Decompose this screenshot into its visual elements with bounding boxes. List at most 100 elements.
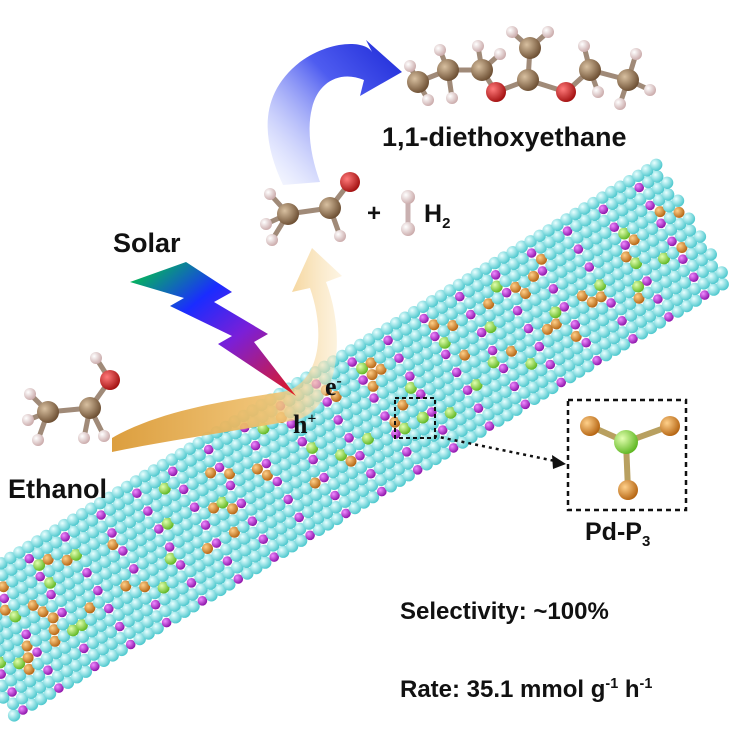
substrate-atom — [463, 296, 476, 310]
pd-atom — [470, 378, 483, 391]
substrate-atom — [536, 375, 549, 388]
phosphorus-atom — [559, 302, 570, 312]
substrate-atom — [435, 412, 448, 425]
substrate-atom — [160, 505, 173, 519]
dopant-atom — [107, 539, 119, 551]
substrate-atom — [548, 294, 561, 307]
substrate-atom — [304, 418, 317, 431]
substrate-atom — [78, 653, 92, 667]
substrate-atom — [421, 359, 435, 372]
substrate-atom — [129, 586, 142, 599]
substrate-atom — [73, 595, 87, 608]
phosphorus-atom — [90, 661, 100, 672]
substrate-atom — [154, 546, 167, 559]
substrate-atom — [136, 557, 149, 570]
substrate-atom — [652, 304, 666, 317]
substrate-atom — [441, 371, 454, 384]
blue-curved-arrow — [267, 40, 402, 185]
phosphorus-atom — [250, 440, 261, 451]
substrate-atom — [130, 597, 143, 611]
product-label: 1,1-diethoxyethane — [382, 122, 627, 152]
substrate-atom — [223, 578, 236, 591]
substrate-atom — [184, 564, 197, 578]
phosphorus-atom — [512, 305, 523, 316]
substrate-atom — [585, 284, 598, 297]
substrate-atom — [529, 293, 542, 306]
dopant-atom — [23, 663, 35, 675]
selectivity-label: Selectivity: ~100% — [400, 598, 609, 625]
phosphorus-atom — [383, 335, 393, 346]
substrate-atom — [383, 357, 397, 370]
substrate-atom — [621, 274, 635, 287]
phosphorus-atom — [308, 454, 319, 465]
substrate-atom — [390, 328, 404, 341]
substrate-atom — [165, 453, 178, 466]
substrate-atom — [614, 302, 628, 316]
substrate-atom — [320, 506, 334, 519]
substrate-atom — [39, 640, 53, 653]
substrate-atom — [633, 303, 647, 317]
hydrogen-molecule — [401, 190, 415, 236]
phosphorus-atom — [645, 200, 655, 211]
pd-atom — [44, 576, 57, 589]
substrate-atom — [532, 328, 545, 342]
substrate-atom — [348, 379, 361, 392]
substrate-atom — [280, 469, 293, 483]
hydrogen-label: H2 — [424, 200, 450, 232]
substrate-atom — [582, 249, 595, 262]
substrate-atom — [608, 343, 622, 356]
phosphorus-atom — [606, 298, 616, 308]
substrate-atom — [111, 596, 125, 610]
substrate-atom — [3, 650, 16, 664]
substrate-atom — [480, 274, 493, 287]
pd-atom — [362, 432, 374, 445]
substrate-atom — [554, 253, 567, 267]
substrate-atom — [435, 301, 449, 314]
substrate-atom — [563, 248, 576, 261]
substrate-atom — [626, 210, 639, 223]
orange-curved-arrow — [112, 248, 342, 452]
substrate-atom — [349, 402, 363, 416]
substrate-atom — [174, 448, 187, 461]
substrate-atom — [493, 315, 506, 328]
dopant-atom — [536, 253, 547, 265]
substrate-atom — [61, 565, 75, 579]
substrate-atom — [140, 493, 154, 506]
callout-dotted-arrow — [433, 434, 561, 464]
substrate-atom — [642, 298, 656, 311]
substrate-atom — [483, 309, 496, 322]
phosphorus-atom — [168, 466, 178, 477]
substrate-atom — [693, 230, 707, 243]
substrate-atom — [0, 615, 13, 628]
phosphorus-atom — [598, 204, 609, 215]
substrate-atom — [473, 413, 486, 427]
substrate-atom — [222, 455, 235, 469]
dopant-atom — [576, 290, 588, 302]
phosphorus-atom — [437, 425, 448, 435]
substrate-atom — [467, 343, 480, 356]
substrate-atom — [402, 358, 416, 371]
substrate-atom — [416, 300, 430, 313]
substrate-atom — [61, 676, 75, 689]
substrate-atom — [573, 254, 586, 267]
substrate-atom — [329, 501, 343, 514]
substrate-atom — [429, 341, 443, 355]
substrate-atom — [637, 239, 651, 253]
phosphorus-atom — [57, 607, 67, 618]
substrate-atom — [656, 240, 670, 253]
substrate-atom — [617, 338, 631, 351]
substrate-atom — [419, 335, 433, 349]
substrate-atom — [137, 568, 150, 582]
substrate-atom — [464, 419, 477, 432]
substrate-atom — [218, 519, 231, 533]
substrate-atom — [591, 243, 604, 257]
substrate-atom — [646, 234, 660, 247]
substrate-atom — [517, 374, 530, 388]
substrate-atom — [671, 305, 684, 318]
substrate-atom — [715, 266, 728, 279]
substrate-atom — [276, 423, 289, 436]
dopant-atom — [228, 526, 240, 538]
phosphorus-atom — [283, 494, 294, 505]
substrate-atom — [590, 232, 603, 245]
substrate-atom — [314, 424, 327, 437]
